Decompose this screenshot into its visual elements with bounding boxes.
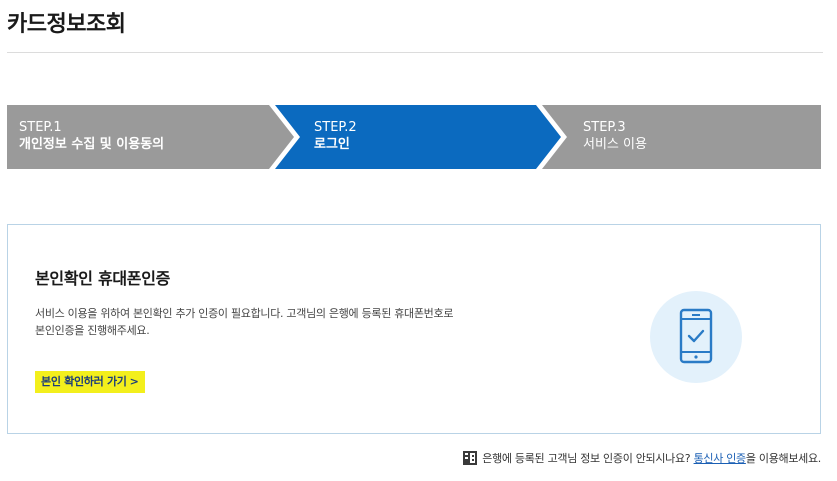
step-3-shape <box>542 105 821 169</box>
chevron-right-icon: > <box>129 375 139 388</box>
title-divider <box>7 52 823 53</box>
phone-verification-card: 본인확인 휴대폰인증 서비스 이용을 위하여 본인확인 추가 인증이 필요합니다… <box>7 224 821 434</box>
go-verify-button[interactable]: 본인 확인하러 가기 > <box>35 371 145 393</box>
verification-title: 본인확인 휴대폰인증 <box>35 269 171 288</box>
step-2-number: STEP.2 <box>314 120 357 135</box>
step-1-shape <box>7 105 294 169</box>
page-title: 카드정보조회 <box>7 12 126 37</box>
notice-suffix: 을 이용해보세요. <box>745 452 821 465</box>
step-progress-bar <box>7 105 821 169</box>
step-3-number: STEP.3 <box>583 120 626 135</box>
carrier-auth-notice: 은행에 등록된 고객님 정보 인증이 안되시나요? 통신사 인증을 이용해보세요… <box>463 450 821 466</box>
step-3: STEP.3 서비스 이용 <box>583 119 647 153</box>
carrier-auth-link[interactable]: 통신사 인증 <box>693 452 747 465</box>
step-1-label: 개인정보 수집 및 이용동의 <box>19 137 165 152</box>
description-line-1: 서비스 이용을 위하여 본인확인 추가 인증이 필요합니다. 고객님의 은행에 … <box>35 307 454 320</box>
notice-text: 은행에 등록된 고객님 정보 인증이 안되시나요? 통신사 인증을 이용해보세요… <box>482 450 821 466</box>
description-line-2: 본인인증을 진행해주세요. <box>35 324 150 337</box>
phone-check-icon <box>650 291 742 383</box>
verification-description: 서비스 이용을 위하여 본인확인 추가 인증이 필요합니다. 고객님의 은행에 … <box>35 305 635 339</box>
step-2: STEP.2 로그인 <box>314 119 357 153</box>
step-3-label: 서비스 이용 <box>583 137 647 152</box>
step-progress: STEP.1 개인정보 수집 및 이용동의 STEP.2 로그인 STEP.3 … <box>7 105 821 169</box>
step-1-number: STEP.1 <box>19 120 62 135</box>
step-2-label: 로그인 <box>314 137 350 152</box>
building-icon <box>463 451 478 465</box>
notice-prefix: 은행에 등록된 고객님 정보 인증이 안되시나요? <box>482 452 691 465</box>
step-1: STEP.1 개인정보 수집 및 이용동의 <box>19 119 164 153</box>
go-verify-label: 본인 확인하러 가기 <box>41 375 127 388</box>
step-2-shape <box>275 105 561 169</box>
